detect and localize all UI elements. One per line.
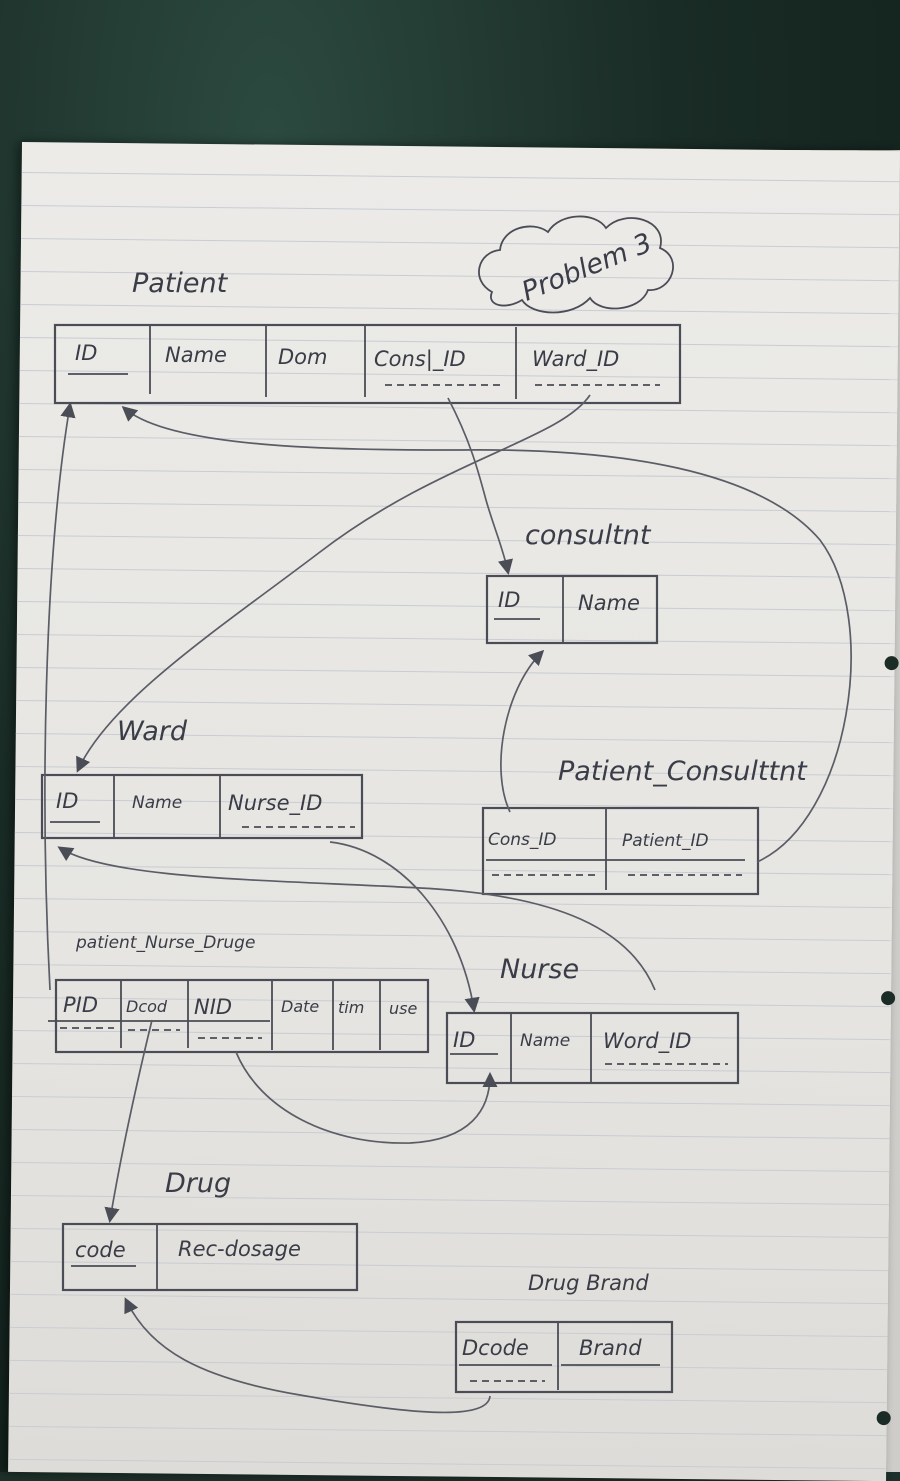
arrow-pnd-dcod-to-drug [104,1019,153,1224]
nurse-col-id: ID [453,1028,475,1052]
nurse-table-box [445,1011,740,1085]
consultant-table-name: consultnt [525,520,652,551]
drug-brand-col-brand: Brand [579,1336,642,1360]
pnd-col-use: use [389,999,417,1018]
nurse-table: Nurse ID Name Word_ID [445,954,740,1085]
drug-table: Drug code Rec-dosage [61,1168,359,1292]
drug-table-box [61,1222,359,1292]
consultant-col-id: ID [498,588,520,612]
pnd-col-date: Date [281,997,319,1016]
arrow-drugbrand-to-drug [124,1297,491,1414]
arrow-pnd-nid-to-nurse [235,1051,498,1144]
patient-nurse-drug-table: patient_Nurse_Druge PID Dcod NID Date ti… [48,933,430,1054]
patient-col-cons-id: Cons|_ID [374,347,466,372]
patient-col-ward-id: Ward_ID [532,347,619,372]
ward-table-box [40,773,364,840]
drug-brand-col-dcode: Dcode [462,1336,529,1360]
arrow-patient-ward-to-ward [76,394,591,773]
ward-col-name: Name [132,793,182,813]
arrow-nurse-ward-to-ward [57,846,656,991]
title-text: Problem 3 [518,227,657,307]
ward-col-id: ID [56,789,78,813]
patient-col-name: Name [165,343,227,367]
arrow-ward-nurse-to-nurse [329,841,480,1014]
drug-brand-table-name: Drug Brand [528,1271,649,1295]
arrow-patient-cons-to-consultant [447,397,513,575]
nurse-table-name: Nurse [500,954,579,985]
ward-table-name: Ward [117,716,188,747]
patient-table: Patient ID Name Dom Cons|_ID Ward_ID [53,268,682,405]
consultant-table-box [485,574,659,645]
drug-col-rec-dosage: Rec-dosage [178,1237,301,1261]
consultant-table: consultnt ID Name [485,520,659,645]
patient-nurse-drug-table-name: patient_Nurse_Druge [75,933,255,953]
arrow-pnd-pid-to-patient [44,401,76,991]
patient-col-id: ID [75,341,97,365]
drug-table-name: Drug [165,1168,231,1199]
nurse-col-word-id: Word_ID [603,1029,691,1054]
pnd-col-tim: tim [338,998,364,1017]
drug-brand-table-box [454,1320,674,1394]
patient-consultant-table-box [481,806,760,896]
ward-table: Ward ID Name Nurse_ID [40,716,364,840]
nurse-col-name: Name [520,1031,570,1051]
patient-nurse-drug-table-box [54,978,430,1054]
relationship-arrows [44,394,852,1414]
patient-consultant-table: Patient_Consulttnt Cons_ID Patient_ID [481,756,808,896]
title-cloud: Problem 3 [478,215,674,314]
patient-consultant-col-patient-id: Patient_ID [622,831,709,851]
arrow-patientconsultant-to-consultant [500,649,545,813]
patient-table-box [53,323,682,405]
pnd-col-nid: NID [194,995,232,1019]
patient-consultant-table-name: Patient_Consulttnt [558,756,808,787]
ward-col-nurse-id: Nurse_ID [228,791,322,816]
pnd-col-pid: PID [63,993,98,1017]
patient-consultant-col-cons-id: Cons_ID [488,830,557,850]
drug-col-code: code [75,1238,126,1262]
pnd-col-dcod: Dcod [126,997,168,1016]
arrow-patientconsultant-to-patient [121,405,852,863]
patient-col-dom: Dom [278,345,327,369]
patient-table-name: Patient [132,268,229,299]
consultant-col-name: Name [578,591,640,615]
drug-brand-table: Drug Brand Dcode Brand [454,1271,674,1394]
